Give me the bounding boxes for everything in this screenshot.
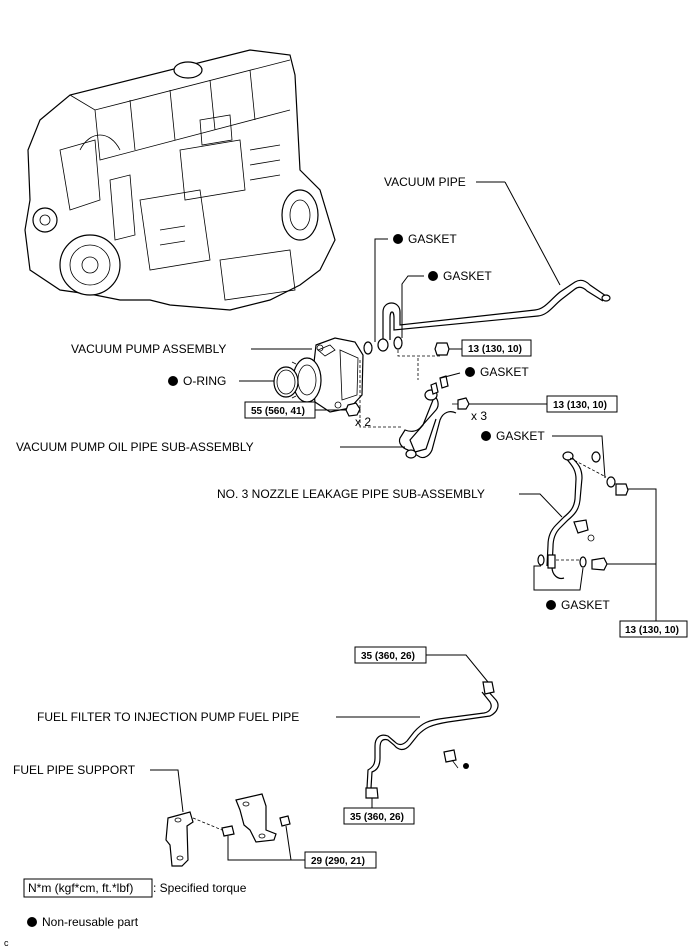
leader-gasket-5 (533, 565, 584, 591)
non-reusable-dot-oring (168, 376, 178, 386)
fuel-pipe-support (165, 793, 291, 867)
gasket-3 (393, 336, 403, 350)
clamp-bolt-1 (587, 534, 595, 542)
qty-x3: x 3 (471, 409, 487, 423)
legend-non-reusable: Non-reusable part (42, 915, 139, 929)
leader-t7 (227, 836, 305, 861)
legend-torque-text: : Specified torque (153, 881, 247, 895)
corner-mark: c (4, 938, 9, 948)
label-gasket-4: GASKET (496, 429, 545, 443)
non-reusable-dot-3 (465, 367, 475, 377)
union-bolt-2 (457, 397, 470, 410)
nozzle-leakage-pipe (546, 451, 583, 580)
o-ring (273, 366, 299, 398)
torque-box-t4 (619, 620, 688, 638)
leader-gasket-3 (440, 372, 461, 379)
dash-4 (569, 457, 607, 478)
engine-illustration (24, 49, 336, 311)
gasket-2 (377, 338, 389, 352)
leader-t5 (426, 654, 489, 683)
vacuum-pump-assembly (289, 337, 364, 413)
torque-box-t3 (546, 395, 618, 413)
vacuum-pipe (382, 279, 611, 340)
union-bolt-1 (434, 342, 450, 356)
torque-box-t6 (343, 807, 415, 825)
torque-box-t1 (461, 339, 532, 357)
gasket-4a (591, 451, 601, 463)
gasket-4b (606, 476, 616, 488)
torque-t6: 35 (360, 26) (350, 812, 404, 823)
label-o-ring: O-RING (183, 374, 226, 388)
label-oil-pipe: VACUUM PUMP OIL PIPE SUB-ASSEMBLY (16, 440, 254, 454)
label-gasket-2: GASKET (443, 269, 492, 283)
dash-6 (192, 817, 223, 831)
clamp-1 (573, 519, 589, 534)
union-bolt-3 (615, 483, 629, 496)
vacuum-pump-oil-pipe (398, 375, 457, 459)
leader-gasket-2 (401, 275, 424, 338)
torque-box-t5 (354, 646, 427, 664)
non-reusable-dot-1 (393, 234, 403, 244)
dash-1 (397, 350, 440, 357)
label-gasket-5: GASKET (561, 598, 610, 612)
torque-t7: 29 (290, 21) (311, 856, 365, 867)
torque-t4: 13 (130, 10) (625, 625, 679, 636)
label-fuel-support: FUEL PIPE SUPPORT (13, 763, 136, 777)
leader-nozzle-pipe (519, 493, 563, 518)
leader-t7b (285, 825, 292, 861)
fuel-filter-pipe (365, 681, 499, 799)
torque-t5: 35 (360, 26) (361, 651, 415, 662)
non-reusable-dot-2 (428, 271, 438, 281)
legend-torque-box (23, 878, 153, 898)
legend-dot (27, 917, 37, 927)
dash-2 (359, 360, 403, 428)
label-gasket-3: GASKET (480, 365, 529, 379)
gasket-5b (579, 556, 587, 568)
legend-torque-units: N*m (kgf*cm, ft.*lbf) (28, 881, 133, 895)
nut-1 (345, 402, 361, 417)
gasket-1 (363, 341, 373, 355)
torque-box-t7 (304, 851, 377, 869)
torque-t3: 13 (130, 10) (553, 400, 607, 411)
leader-gasket-1 (374, 238, 388, 342)
non-reusable-dot-5 (546, 600, 556, 610)
torque-t1: 13 (130, 10) (468, 344, 522, 355)
gasket-5a (537, 554, 545, 566)
label-vacuum-pipe: VACUUM PIPE (384, 175, 466, 189)
non-reusable-dot-4 (481, 431, 491, 441)
torque-t2: 55 (560, 41) (251, 406, 305, 417)
leader-t4 (628, 488, 657, 621)
leader-vacuum-pipe-2 (504, 181, 561, 286)
qty-x2: x 2 (355, 415, 371, 429)
union-bolt-4 (591, 557, 608, 571)
o-ring-inner (276, 369, 296, 395)
leader-gasket-4 (552, 435, 606, 479)
label-vacuum-pump: VACUUM PUMP ASSEMBLY (71, 342, 226, 356)
label-gasket-1: GASKET (408, 232, 457, 246)
leader-fuel-support (150, 769, 184, 813)
label-fuel-pipe: FUEL FILTER TO INJECTION PUMP FUEL PIPE (37, 710, 299, 724)
label-nozzle-pipe: NO. 3 NOZZLE LEAKAGE PIPE SUB-ASSEMBLY (217, 487, 485, 501)
